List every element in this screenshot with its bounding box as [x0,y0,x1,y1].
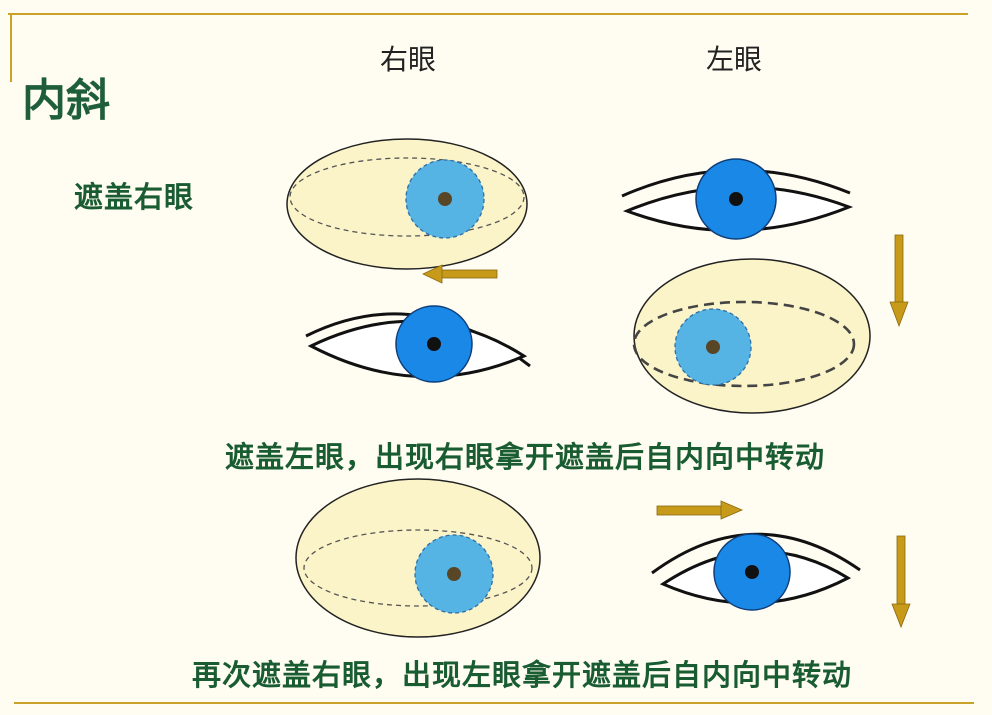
slide-frame [8,13,974,704]
covered-pupil [438,192,452,206]
open-left-eye-row1 [621,158,854,240]
step-caption-recover-right: 再次遮盖右眼，出现左眼拿开遮盖后自内向中转动 [192,658,853,692]
open-left-eye-row3 [651,532,861,611]
visible-pupil [729,192,743,206]
step-caption-cover-left: 遮盖左眼，出现右眼拿开遮盖后自内向中转动 [225,440,826,474]
column-label-right-eye: 右眼 [380,43,437,76]
step-label-cover-right: 遮盖右眼 [74,180,195,214]
column-label-left-eye: 左眼 [706,43,763,76]
visible-pupil [745,565,759,579]
occluded-left-eye-row2 [632,258,871,414]
arrow-left-1 [422,264,498,284]
occluded-right-eye-row1 [286,138,528,270]
arrow-down-1 [889,234,909,328]
open-right-eye-row2 [305,305,531,383]
covered-pupil [447,567,461,581]
slide-title: 内斜 [22,75,110,126]
covered-pupil [706,340,720,354]
arrow-right-3 [656,500,744,520]
arrow-down-3 [891,535,911,629]
occluded-right-eye-row3 [295,478,541,638]
visible-pupil [427,337,441,351]
